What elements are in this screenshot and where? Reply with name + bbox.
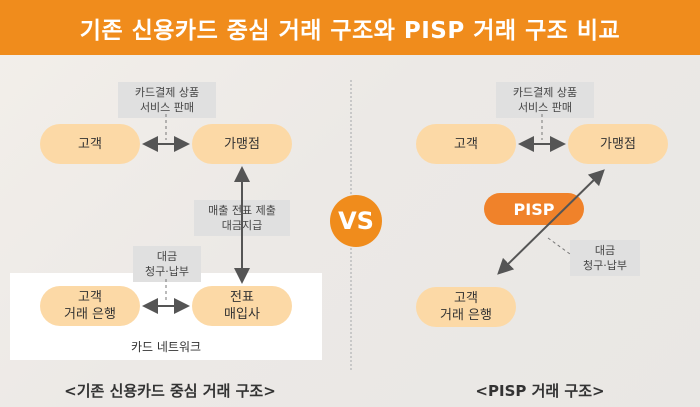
vs-badge: VS — [330, 195, 382, 247]
left-customer-bank-node: 고객 거래 은행 — [40, 286, 140, 326]
left-caption: <기존 신용카드 중심 거래 구조> — [64, 382, 276, 400]
right-customer-node: 고객 — [416, 124, 516, 164]
right-merchant-node: 가맹점 — [568, 124, 668, 164]
page-title: 기존 신용카드 중심 거래 구조와 PISP 거래 구조 비교 — [0, 0, 700, 55]
right-billing-dashed-line — [547, 237, 571, 255]
left-acquirer-node: 전표 매입사 — [192, 286, 292, 326]
left-customer-node: 고객 — [40, 124, 140, 164]
left-sales-note: 매출 전표 제출 대금지급 — [194, 200, 290, 236]
right-caption: <PISP 거래 구조> — [475, 382, 605, 400]
right-pisp-node: PISP — [484, 193, 584, 225]
card-network-label: 카드 네트워크 — [130, 340, 202, 354]
left-billing-note: 대금 청구·납부 — [133, 246, 201, 282]
right-product-note: 카드결제 상품 서비스 판매 — [496, 82, 594, 118]
right-billing-note: 대금 청구·납부 — [570, 240, 640, 276]
left-merchant-node: 가맹점 — [192, 124, 292, 164]
right-customer-bank-node: 고객 거래 은행 — [416, 287, 516, 327]
left-product-note: 카드결제 상품 서비스 판매 — [118, 82, 216, 118]
